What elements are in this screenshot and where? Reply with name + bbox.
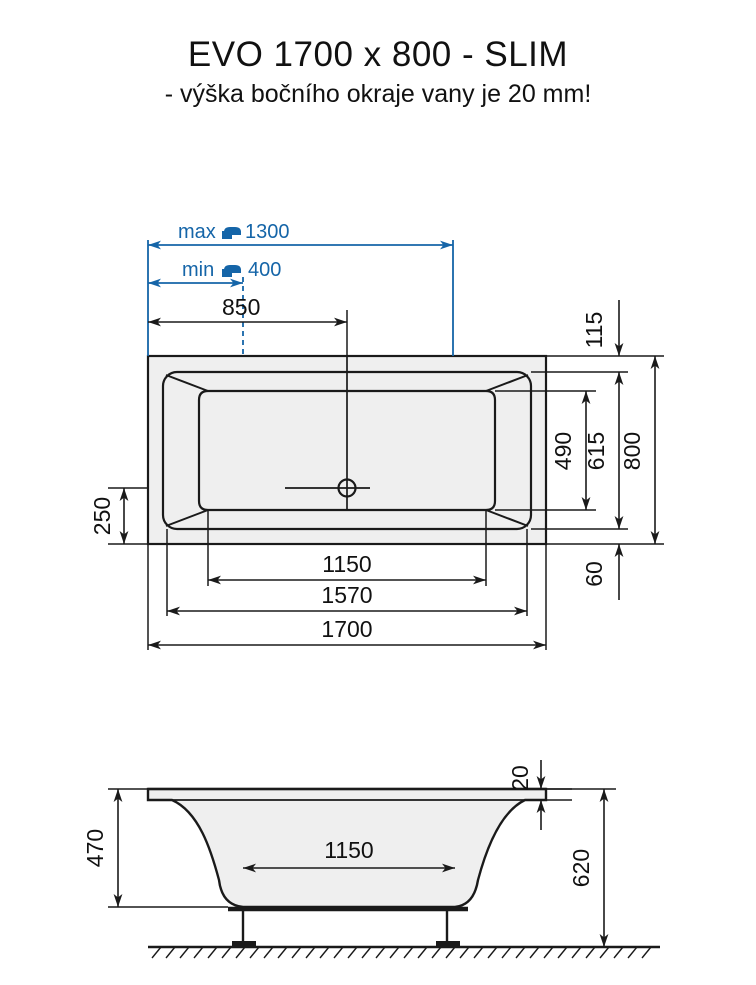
dim-850-group: 850 (148, 294, 348, 356)
drain-outlet-icon (337, 478, 357, 498)
page-title: EVO 1700 x 800 - SLIM (187, 35, 569, 74)
dim-label-max-prefix: max (178, 221, 216, 243)
dim-label-615: 615 (583, 432, 609, 470)
page-subtitle: - výška bočního okraje vany je 20 mm! (164, 80, 592, 109)
chamfer-bottom-right (485, 509, 529, 527)
dim-250-group: 250 (89, 487, 148, 545)
dim-label-620: 620 (568, 849, 594, 887)
tap-dimensions-group: max 1300 min 400 (147, 221, 454, 356)
dim-label-min-prefix: min (182, 259, 214, 281)
dim-label-115: 115 (581, 312, 607, 349)
floor-hatching (151, 946, 652, 959)
dim-label-800: 800 (619, 432, 645, 470)
dim-label-470: 470 (82, 829, 108, 867)
dim-label-1150-plan: 1150 (322, 551, 371, 577)
tub-foot-left (232, 941, 256, 947)
plan-bottom-dimensions-group: 1150 1570 1700 (147, 510, 547, 650)
plan-view-group (146, 354, 548, 546)
section-view-group: 470 1150 20 620 (82, 760, 660, 959)
dim-label-1150-section: 1150 (324, 837, 373, 863)
dim-label-250: 250 (89, 497, 115, 535)
plan-right-dimensions-group: 115 490 615 800 60 (495, 300, 664, 600)
title-block: EVO 1700 x 800 - SLIM - výška bočního ok… (0, 34, 756, 111)
dim-label-490: 490 (550, 432, 576, 470)
chamfer-bottom-left (165, 509, 209, 527)
tub-foot-right (436, 941, 460, 947)
dim-label-20: 20 (507, 765, 533, 791)
faucet-icon-2 (222, 265, 241, 277)
dim-label-60: 60 (581, 561, 607, 587)
chamfer-top-right (485, 374, 529, 392)
dim-label-min-value: 400 (248, 259, 281, 281)
dim-label-850: 850 (222, 294, 260, 320)
dim-label-1570: 1570 (321, 582, 372, 608)
faucet-icon (222, 227, 241, 239)
chamfer-top-left (165, 374, 209, 392)
dim-label-1700: 1700 (321, 616, 372, 642)
dim-label-max-value: 1300 (245, 221, 290, 243)
